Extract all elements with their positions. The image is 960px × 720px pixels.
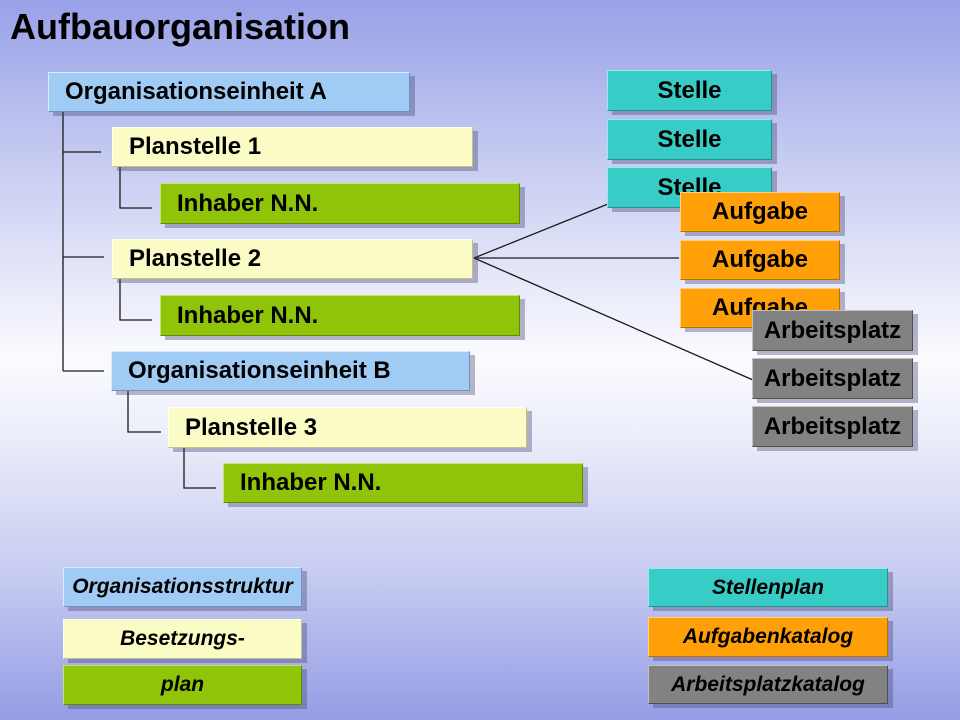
legend-stellenplan: Stellenplan: [648, 568, 888, 607]
node-aufgabe-1: Aufgabe: [680, 192, 840, 232]
node-organisationseinheit-b: Organisationseinheit B: [111, 351, 470, 391]
node-inhaber-1: Inhaber N.N.: [160, 183, 520, 224]
tree-branch-line: [119, 167, 152, 209]
relation-line-arbeitsplatz: [473, 257, 754, 381]
node-planstelle-2: Planstelle 2: [112, 239, 473, 279]
node-organisationseinheit-a: Organisationseinheit A: [48, 72, 410, 112]
node-stelle-1: Stelle: [607, 70, 772, 111]
node-arbeitsplatz-2: Arbeitsplatz: [752, 358, 913, 399]
node-inhaber-2: Inhaber N.N.: [160, 295, 520, 336]
relation-line-stelle: [473, 203, 609, 259]
legend-besetzungs: Besetzungs-: [63, 619, 302, 659]
legend-plan: plan: [63, 665, 302, 705]
node-planstelle-3: Planstelle 3: [168, 407, 527, 448]
slide-title: Aufbauorganisation: [10, 6, 350, 47]
node-stelle-2: Stelle: [607, 119, 772, 160]
node-planstelle-1: Planstelle 1: [112, 127, 473, 167]
node-arbeitsplatz-3: Arbeitsplatz: [752, 406, 913, 447]
node-inhaber-3: Inhaber N.N.: [223, 463, 583, 503]
legend-aufgabenkatalog: Aufgabenkatalog: [648, 617, 888, 657]
legend-organisationsstruktur: Organisationsstruktur: [63, 567, 302, 607]
legend-arbeitsplatzkatalog: Arbeitsplatzkatalog: [648, 665, 888, 704]
tree-branch-line: [119, 279, 152, 321]
node-arbeitsplatz-1: Arbeitsplatz: [752, 310, 913, 351]
node-aufgabe-2: Aufgabe: [680, 240, 840, 280]
tree-branch-line: [183, 447, 216, 489]
tree-branch-line: [127, 391, 161, 433]
